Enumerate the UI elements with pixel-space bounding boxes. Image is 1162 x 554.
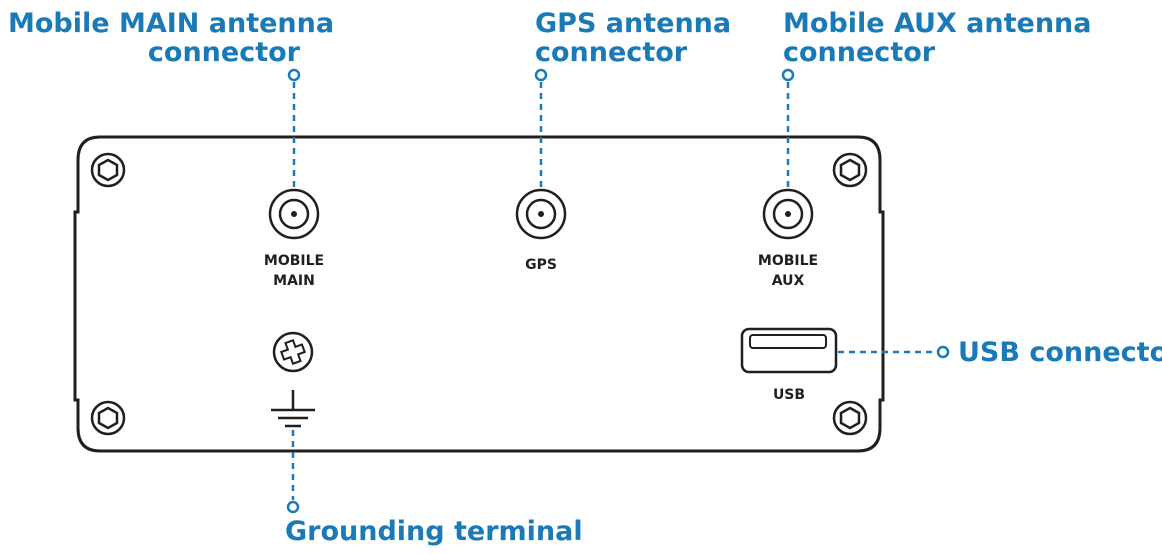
callout-grounding: Grounding terminal xyxy=(285,517,583,546)
panel-label-mobile-main-line2: MAIN xyxy=(273,273,315,289)
panel-label-gps: GPS xyxy=(481,255,601,275)
screw-bottom-right-icon xyxy=(832,400,868,436)
leader-usb-dot xyxy=(936,345,950,359)
panel-label-mobile-aux-line2: AUX xyxy=(771,273,805,289)
device-panel xyxy=(73,135,885,453)
gps-connector-icon xyxy=(515,188,567,240)
panel-label-mobile-aux-line1: MOBILE xyxy=(757,253,819,269)
leader-gps-dot xyxy=(534,68,548,82)
screw-bottom-left-icon xyxy=(90,400,126,436)
panel-label-usb: USB xyxy=(729,385,849,405)
screw-top-left-icon xyxy=(90,152,126,188)
callout-gps-line2: connector xyxy=(535,37,688,68)
usb-port-icon xyxy=(740,327,838,374)
callout-mobile-main-line1: Mobile MAIN antenna xyxy=(8,8,335,39)
panel-label-gps-line1: GPS xyxy=(525,257,557,273)
mobile-main-connector-icon xyxy=(268,188,320,240)
leader-mobile-aux-dot xyxy=(781,68,795,82)
ground-symbol-icon xyxy=(271,390,315,428)
leader-mobile-main-dot xyxy=(287,68,301,82)
panel-label-mobile-aux: MOBILE AUX xyxy=(728,251,848,291)
callout-mobile-aux-line2: connector xyxy=(783,37,936,68)
panel-label-mobile-main: MOBILE MAIN xyxy=(234,251,354,291)
screw-top-right-icon xyxy=(832,152,868,188)
callout-usb: USB connector xyxy=(958,338,1162,367)
callout-gps-line1: GPS antenna xyxy=(535,8,732,39)
callout-usb-line1: USB connector xyxy=(958,337,1162,368)
callout-grounding-line1: Grounding terminal xyxy=(285,516,583,547)
grounding-screw-icon xyxy=(272,331,314,373)
mobile-aux-connector-icon xyxy=(762,188,814,240)
panel-label-mobile-main-line1: MOBILE xyxy=(263,253,325,269)
callout-mobile-main: Mobile MAIN antenna connector xyxy=(8,8,335,68)
callout-mobile-aux: Mobile AUX antenna connector xyxy=(783,9,1092,67)
callout-mobile-main-line2: connector xyxy=(147,37,300,68)
callout-mobile-aux-line1: Mobile AUX antenna xyxy=(783,8,1092,39)
leader-grounding-dot xyxy=(286,500,300,514)
panel-label-usb-line1: USB xyxy=(772,387,806,403)
callout-gps: GPS antenna connector xyxy=(535,9,731,67)
